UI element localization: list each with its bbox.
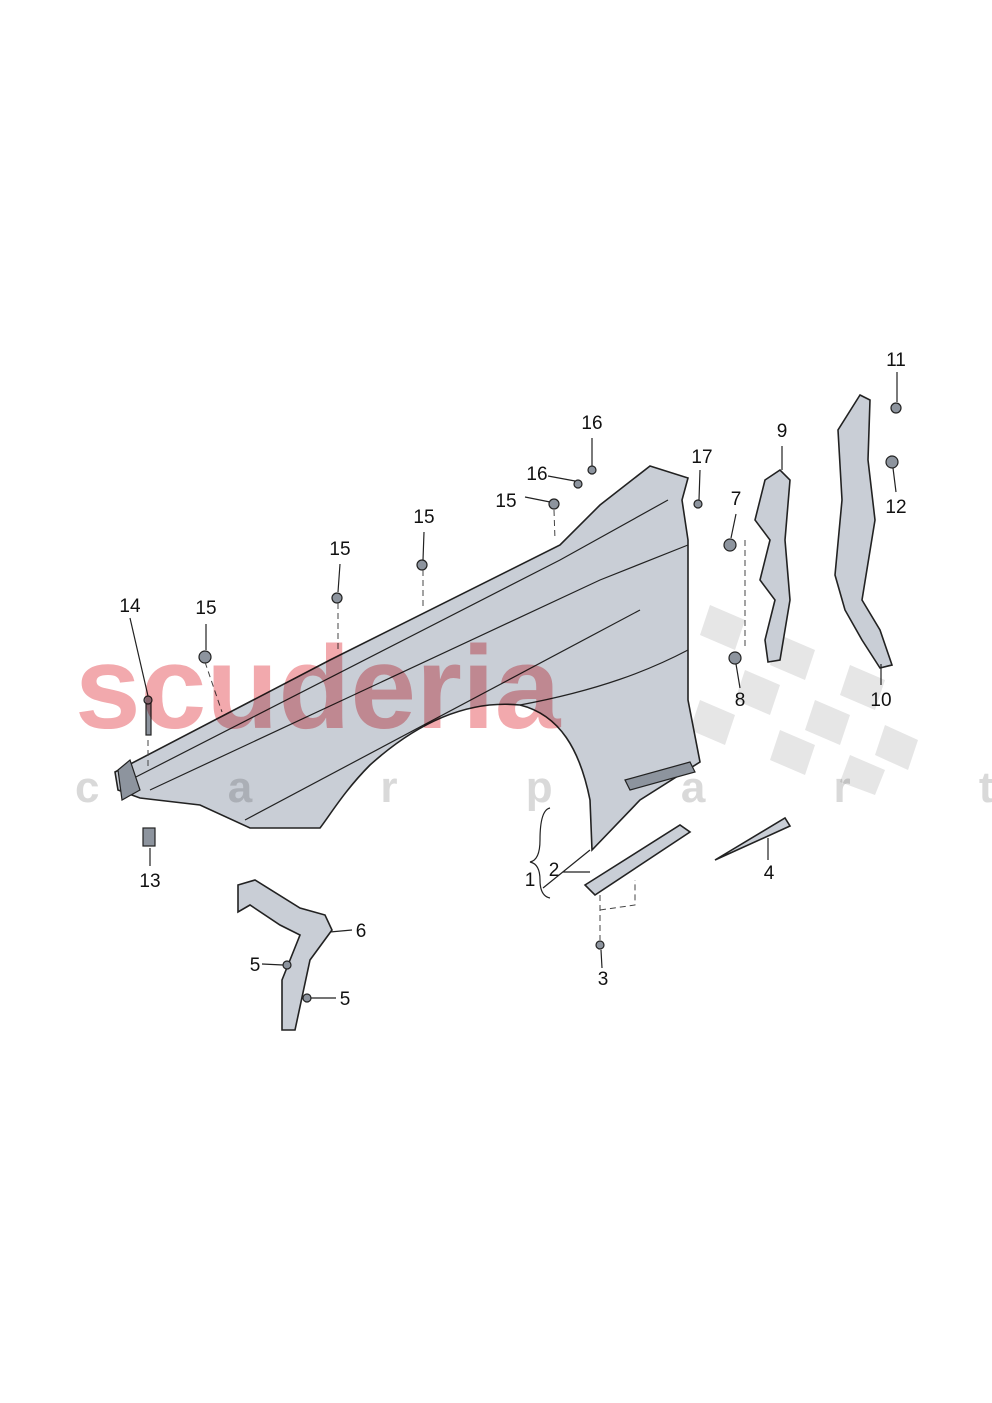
- hinge-bracket-6: [237, 879, 333, 1031]
- watermark-subtitle: c a r p a r t s: [75, 763, 992, 812]
- callout-5: 5: [340, 989, 351, 1010]
- callout-1: 1: [525, 870, 536, 891]
- fender: [114, 465, 701, 852]
- leader-lines: [129, 372, 898, 999]
- callout-3: 3: [598, 969, 609, 990]
- callout-15: 15: [413, 507, 434, 528]
- callout-11: 11: [886, 350, 906, 371]
- callout-5: 5: [250, 955, 261, 976]
- callout-15: 15: [495, 491, 516, 512]
- callout-14: 14: [119, 596, 141, 617]
- trim-strip-4: [714, 816, 792, 861]
- bracket-9: [754, 468, 791, 663]
- callout-9: 9: [777, 421, 788, 442]
- callout-13: 13: [139, 871, 160, 892]
- callout-10: 10: [870, 690, 891, 711]
- callout-8: 8: [735, 690, 746, 711]
- seal-10: [834, 393, 894, 669]
- callout-16: 16: [526, 464, 547, 485]
- callout-2: 2: [549, 860, 560, 881]
- callout-15: 15: [195, 598, 216, 619]
- checkered-flag-watermark: [690, 605, 918, 795]
- callout-17: 17: [691, 447, 712, 468]
- callout-6: 6: [356, 921, 367, 942]
- callout-4: 4: [764, 863, 775, 884]
- callout-labels: 1 2 3 4 5 5 6 7 8 9 10 11 12 13 14 15 15…: [119, 350, 906, 1010]
- watermark-brand: scuderia: [75, 622, 562, 754]
- callout-16: 16: [581, 413, 602, 434]
- callout-12: 12: [885, 497, 906, 518]
- bracket-2: [583, 824, 692, 897]
- callout-15: 15: [329, 539, 350, 560]
- callout-7: 7: [731, 489, 742, 510]
- fasteners: [142, 402, 902, 1003]
